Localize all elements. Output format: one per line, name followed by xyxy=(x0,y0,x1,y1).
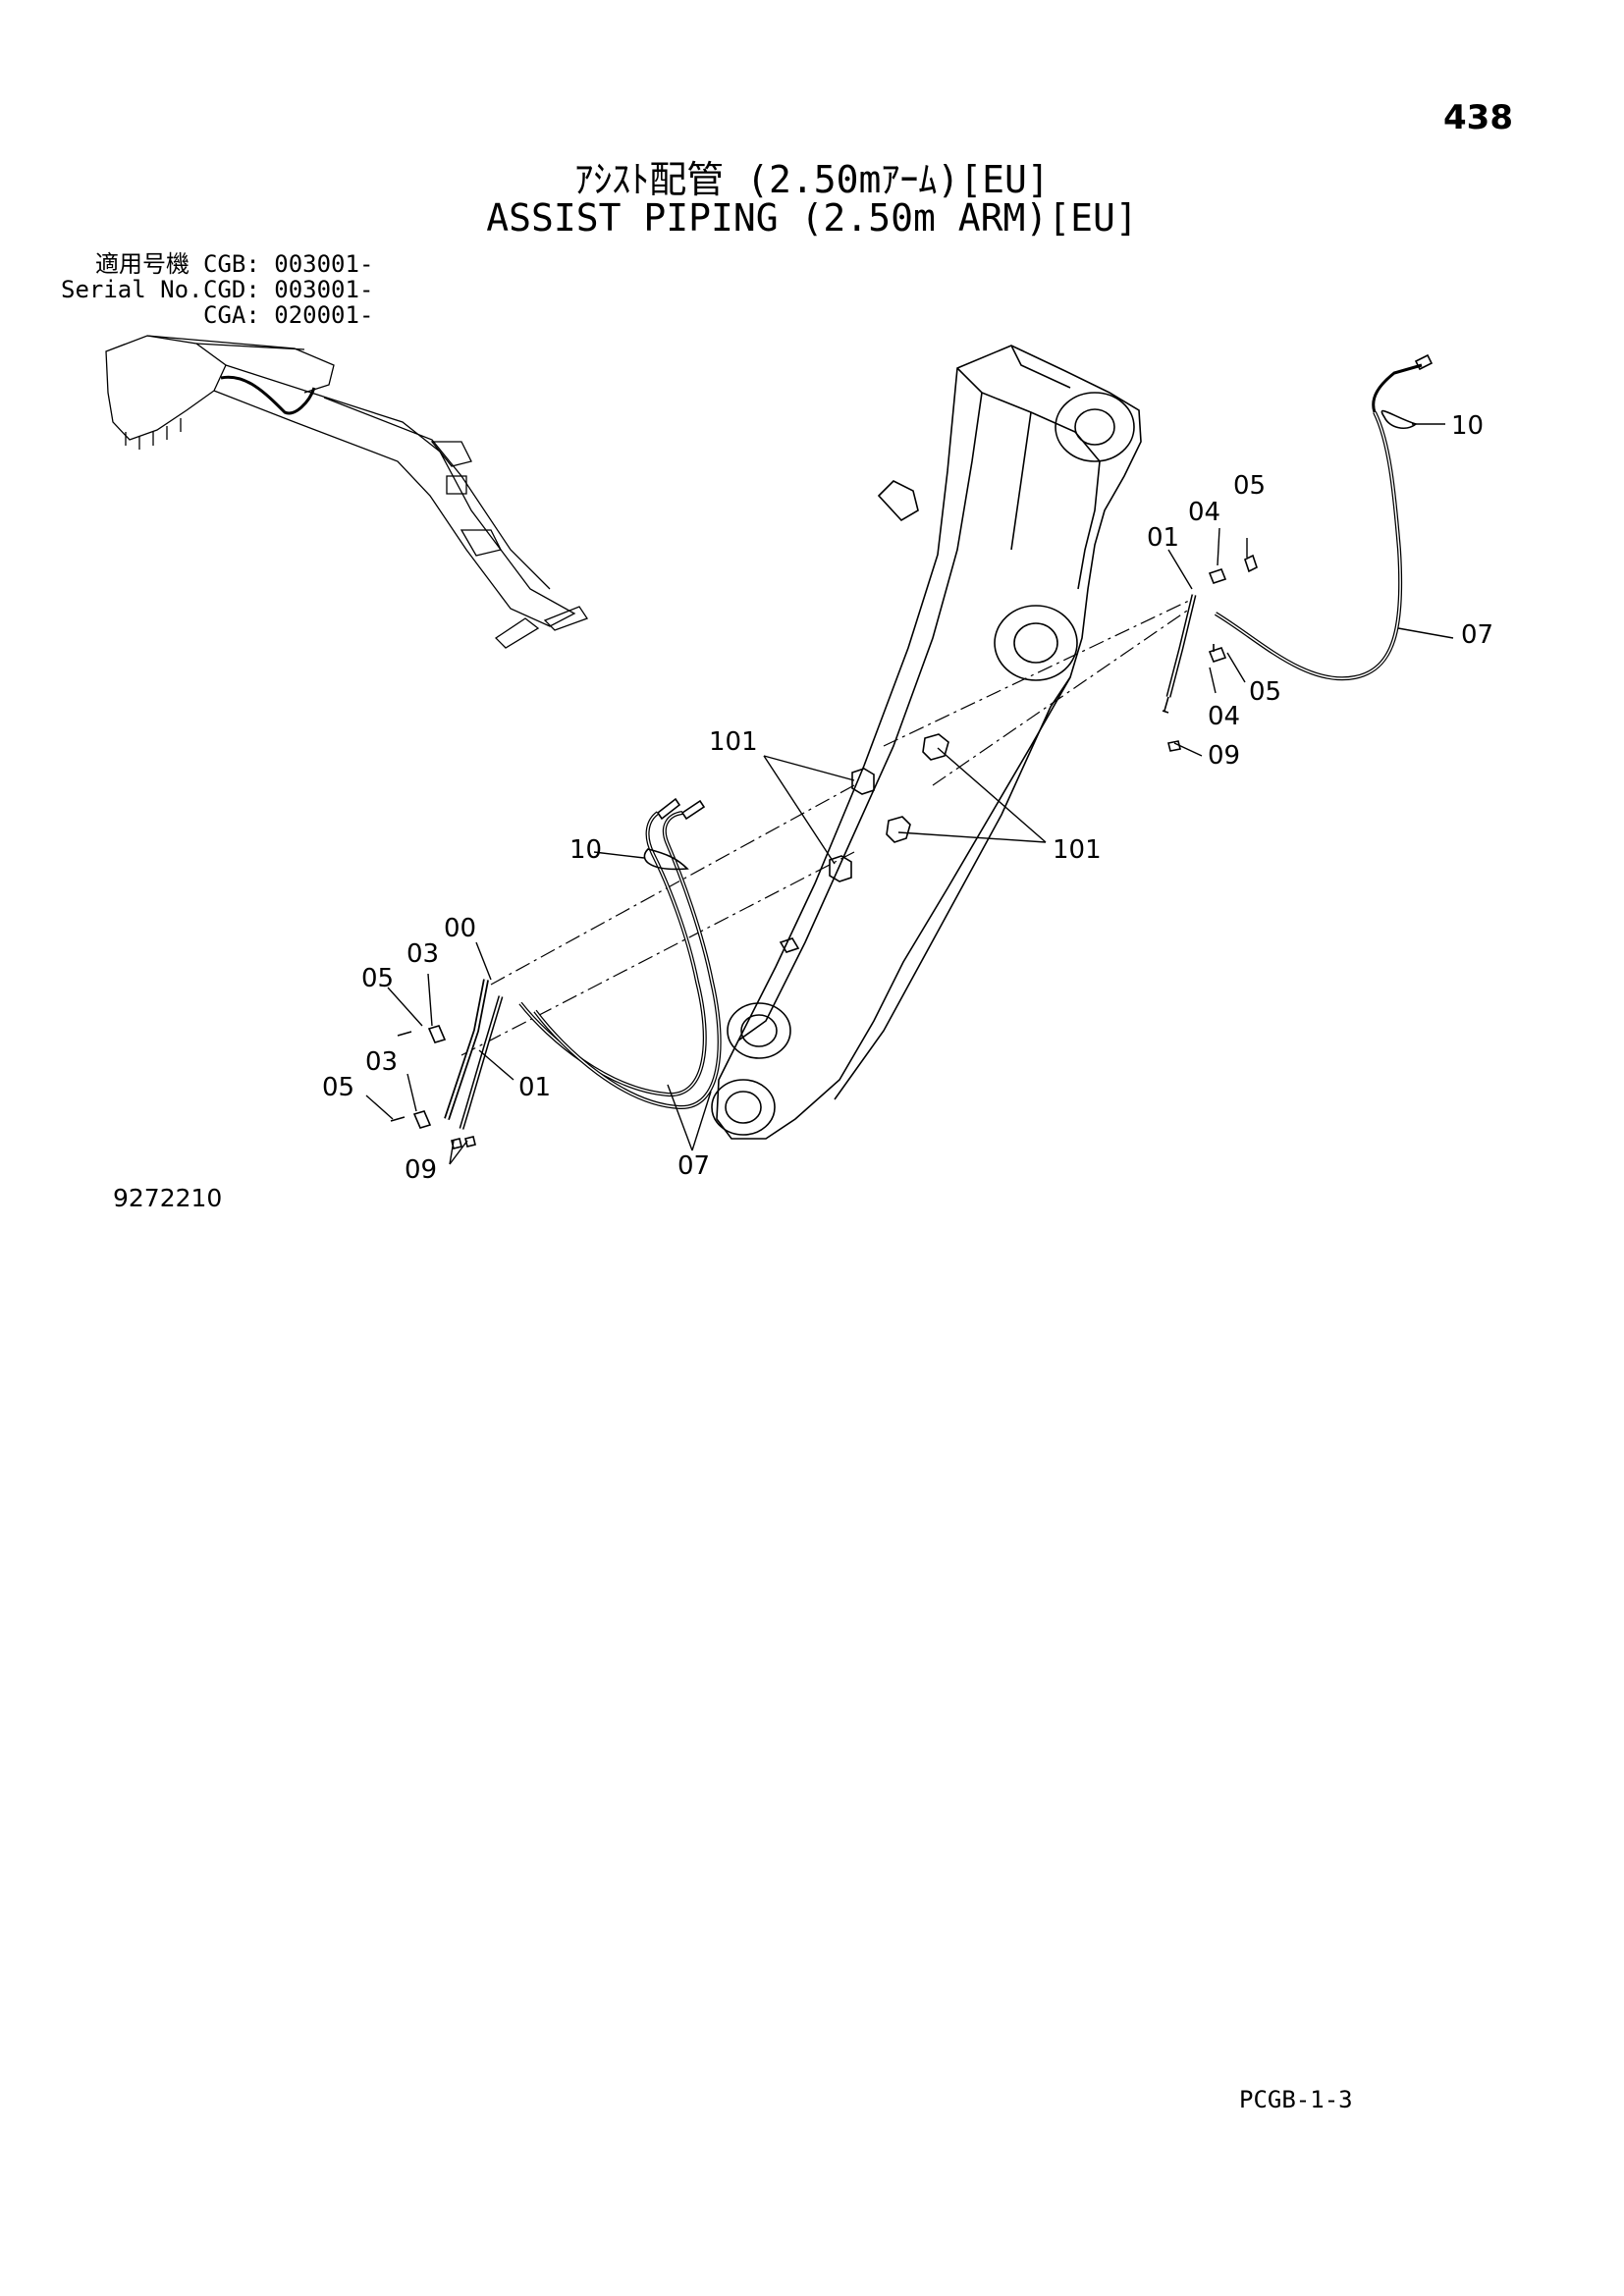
left-pipe-assembly xyxy=(390,797,722,1149)
callout-101-right: 101 xyxy=(1053,835,1102,865)
callout-03-b: 03 xyxy=(365,1047,398,1077)
page-code: PCGB-1-3 xyxy=(1239,2086,1353,2113)
callout-01-top: 01 xyxy=(1147,523,1179,553)
serial-entry: CGB: 003001- xyxy=(203,250,374,278)
callout-05-top: 05 xyxy=(1233,471,1266,501)
title-japanese: ｱｼｽﾄ配管 (2.50mｱｰﾑ)[EU] xyxy=(574,158,1050,201)
callout-10-left: 10 xyxy=(569,835,602,865)
callout-07-bottom: 07 xyxy=(677,1151,710,1181)
callout-09-left: 09 xyxy=(405,1155,437,1185)
callout-07-right: 07 xyxy=(1461,620,1493,650)
overview-thumbnail xyxy=(105,335,588,649)
title-english: ASSIST PIPING (2.50m ARM)[EU] xyxy=(486,196,1138,240)
page-number: 438 xyxy=(1443,98,1513,137)
callout-00: 00 xyxy=(444,914,476,943)
callout-04-mid: 04 xyxy=(1208,702,1240,731)
callout-101-left: 101 xyxy=(709,727,758,757)
clamps xyxy=(829,733,949,882)
serial-entry: CGD: 003001- xyxy=(203,276,374,303)
serial-label-en: Serial No. xyxy=(61,276,203,303)
callout-10-top: 10 xyxy=(1451,411,1484,441)
callout-05-mid: 05 xyxy=(1249,677,1281,707)
callout-01-left: 01 xyxy=(518,1073,551,1102)
leader-lines xyxy=(365,423,1454,1165)
callout-labels: 10 05 04 01 07 05 04 09 101 101 10 00 03… xyxy=(322,411,1493,1185)
callout-05-b: 05 xyxy=(322,1073,354,1102)
callout-03-a: 03 xyxy=(406,939,439,969)
callout-05-a: 05 xyxy=(361,964,394,993)
arm-body xyxy=(711,345,1142,1140)
callout-09-right: 09 xyxy=(1208,741,1240,771)
callout-04-top: 04 xyxy=(1188,498,1220,527)
figure-number: 9272210 xyxy=(113,1184,223,1212)
right-pipe-assembly xyxy=(1162,353,1434,752)
center-lines xyxy=(460,598,1194,1056)
serial-label-jp: 適用号機 xyxy=(95,250,189,278)
serial-entry: CGA: 020001- xyxy=(203,301,374,329)
